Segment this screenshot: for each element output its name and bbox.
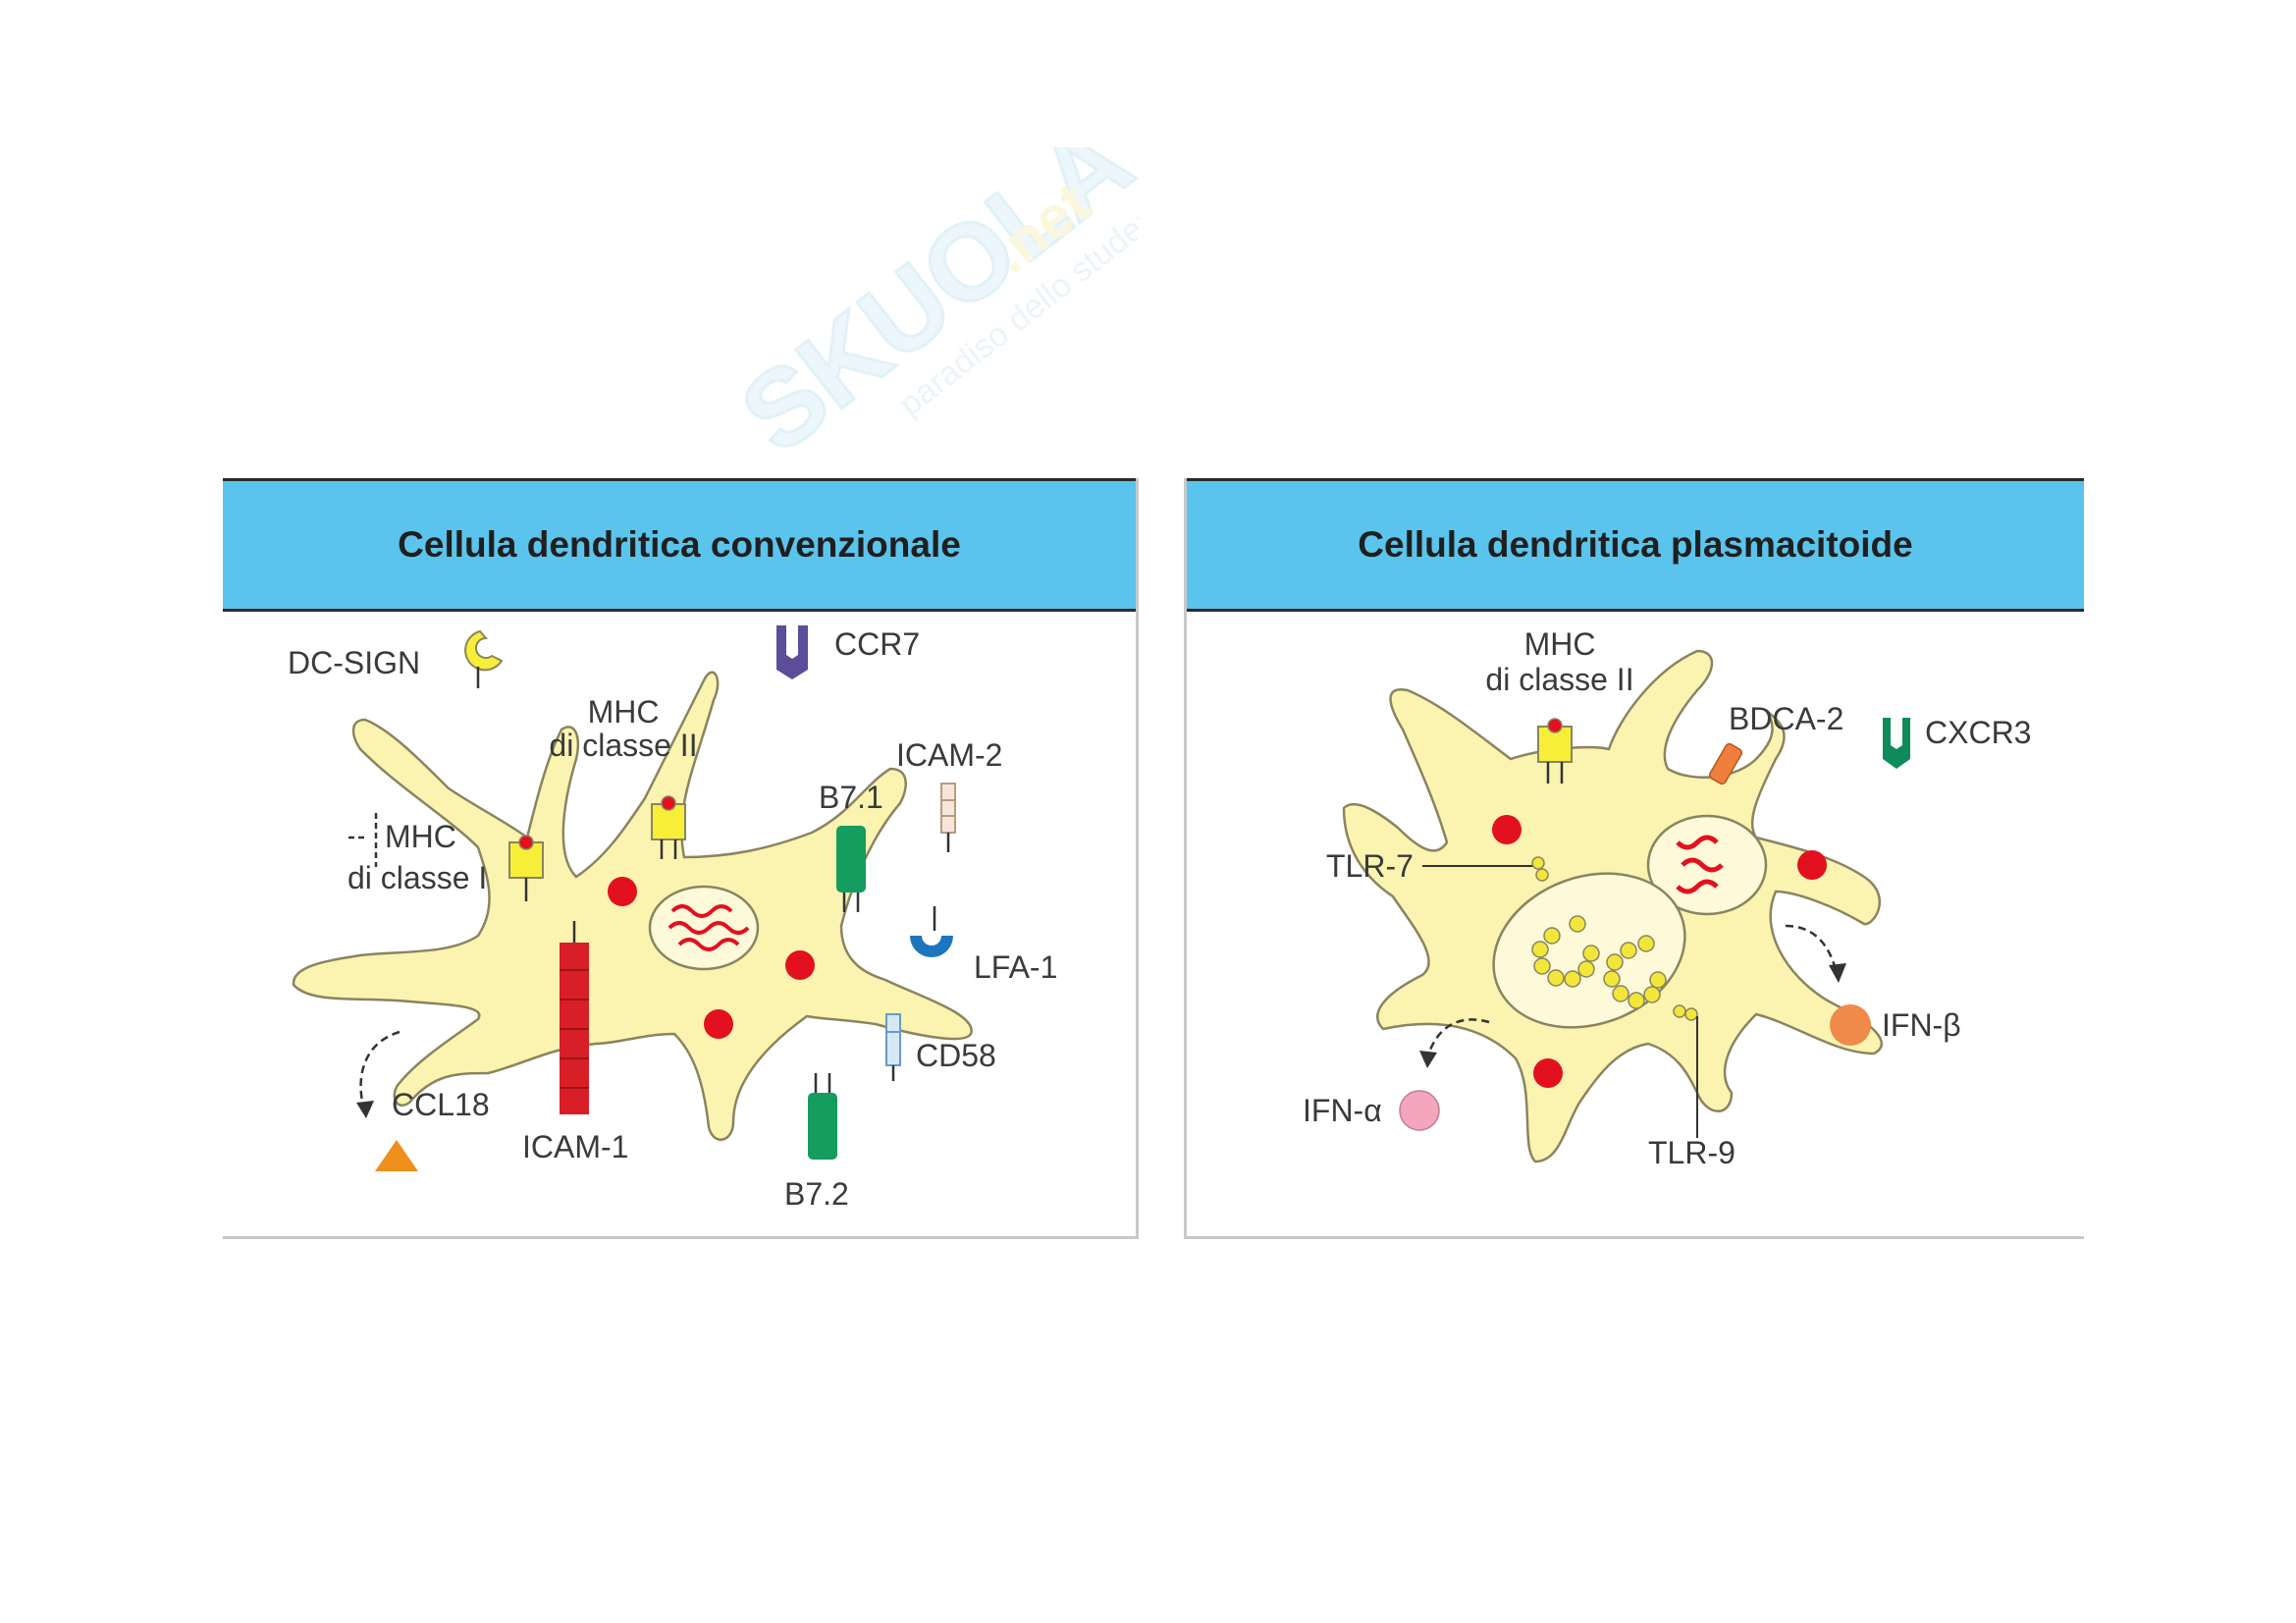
cxcr3-label: CXCR3 xyxy=(1925,715,2031,750)
granule xyxy=(1533,1058,1563,1088)
dc-sign-label: DC-SIGN xyxy=(288,645,420,680)
conventional-dc-panel: Cellula dendritica convenzionale DC-SIGN… xyxy=(223,478,1139,1239)
granule xyxy=(1797,850,1827,880)
ifn-alpha-secretion-arrow xyxy=(1425,1018,1490,1059)
plasmacytoid-dc-diagram: MHC di classe II BDCA-2 CXCR3 TLR-7 TLR-… xyxy=(1303,626,2031,1170)
pdc-mhc-ii-label-line2: di classe II xyxy=(1485,662,1633,697)
cd58-receptor-icon xyxy=(885,1013,901,1066)
cd58-label: CD58 xyxy=(916,1038,996,1073)
icam-1-label: ICAM-1 xyxy=(522,1129,628,1164)
bdca-2-label: BDCA-2 xyxy=(1729,701,1843,736)
b7-2-label: B7.2 xyxy=(784,1176,849,1212)
conventional-cell-body xyxy=(292,671,973,1141)
mhc-i-label-line1: MHC xyxy=(385,819,456,854)
plasmacytoid-dc-panel: Cellula dendritica plasmacitoide MHC di … xyxy=(1184,478,2084,1239)
ccl18-chemokine-icon xyxy=(375,1140,418,1171)
conventional-dc-title: Cellula dendritica convenzionale xyxy=(223,478,1136,612)
mhc-ii-label-line2: di classe II xyxy=(549,728,697,763)
conventional-dc-diagram: DC-SIGN CCR7 MHC di classe II ICAM-2 B7.… xyxy=(288,625,1057,1212)
b7-1-label: B7.1 xyxy=(819,780,883,815)
watermark-logo: SKUOLA .net paradiso dello studente xyxy=(718,147,1139,471)
conventional-dna-icon xyxy=(667,904,750,951)
pdc-mhc-ii-label-line1: MHC xyxy=(1524,626,1596,662)
conventional-nucleus xyxy=(648,885,760,971)
dc-sign-receptor-icon xyxy=(464,629,504,672)
granule xyxy=(1492,815,1522,844)
lfa-1-label: LFA-1 xyxy=(974,949,1057,985)
granule xyxy=(704,1009,733,1039)
icam-2-label: ICAM-2 xyxy=(896,737,1002,773)
ifn-alpha-label: IFN-α xyxy=(1303,1093,1382,1128)
ifn-alpha-icon xyxy=(1399,1090,1440,1131)
b7-1-receptor-icon xyxy=(836,826,866,893)
plasmacytoid-dc-title: Cellula dendritica plasmacitoide xyxy=(1187,478,2084,612)
ccr7-label: CCR7 xyxy=(834,626,920,662)
mhc-ii-label-line1: MHC xyxy=(588,694,660,730)
mhc-i-label-line2: di classe I xyxy=(347,860,487,895)
lfa-1-receptor-icon xyxy=(910,936,953,957)
plasmacytoid-dna-icon xyxy=(1676,835,1724,894)
ifn-beta-secretion-arrow xyxy=(1785,924,1839,974)
bdca-2-receptor-icon xyxy=(1708,742,1743,785)
b7-2-receptor-icon xyxy=(808,1093,837,1160)
ccr7-receptor-icon xyxy=(776,625,808,679)
cxcr3-receptor-icon xyxy=(1883,718,1910,769)
granule xyxy=(608,877,637,906)
granule xyxy=(785,950,815,980)
tlr-7-label: TLR-7 xyxy=(1326,848,1414,884)
ifn-beta-label: IFN-β xyxy=(1882,1007,1961,1043)
ifn-beta-icon xyxy=(1830,1004,1871,1046)
tlr-ring-icon xyxy=(1531,915,1667,1009)
icam-2-receptor-icon xyxy=(940,783,956,834)
tlr-9-label: TLR-9 xyxy=(1648,1135,1735,1170)
ccl18-label: CCL18 xyxy=(392,1087,490,1122)
